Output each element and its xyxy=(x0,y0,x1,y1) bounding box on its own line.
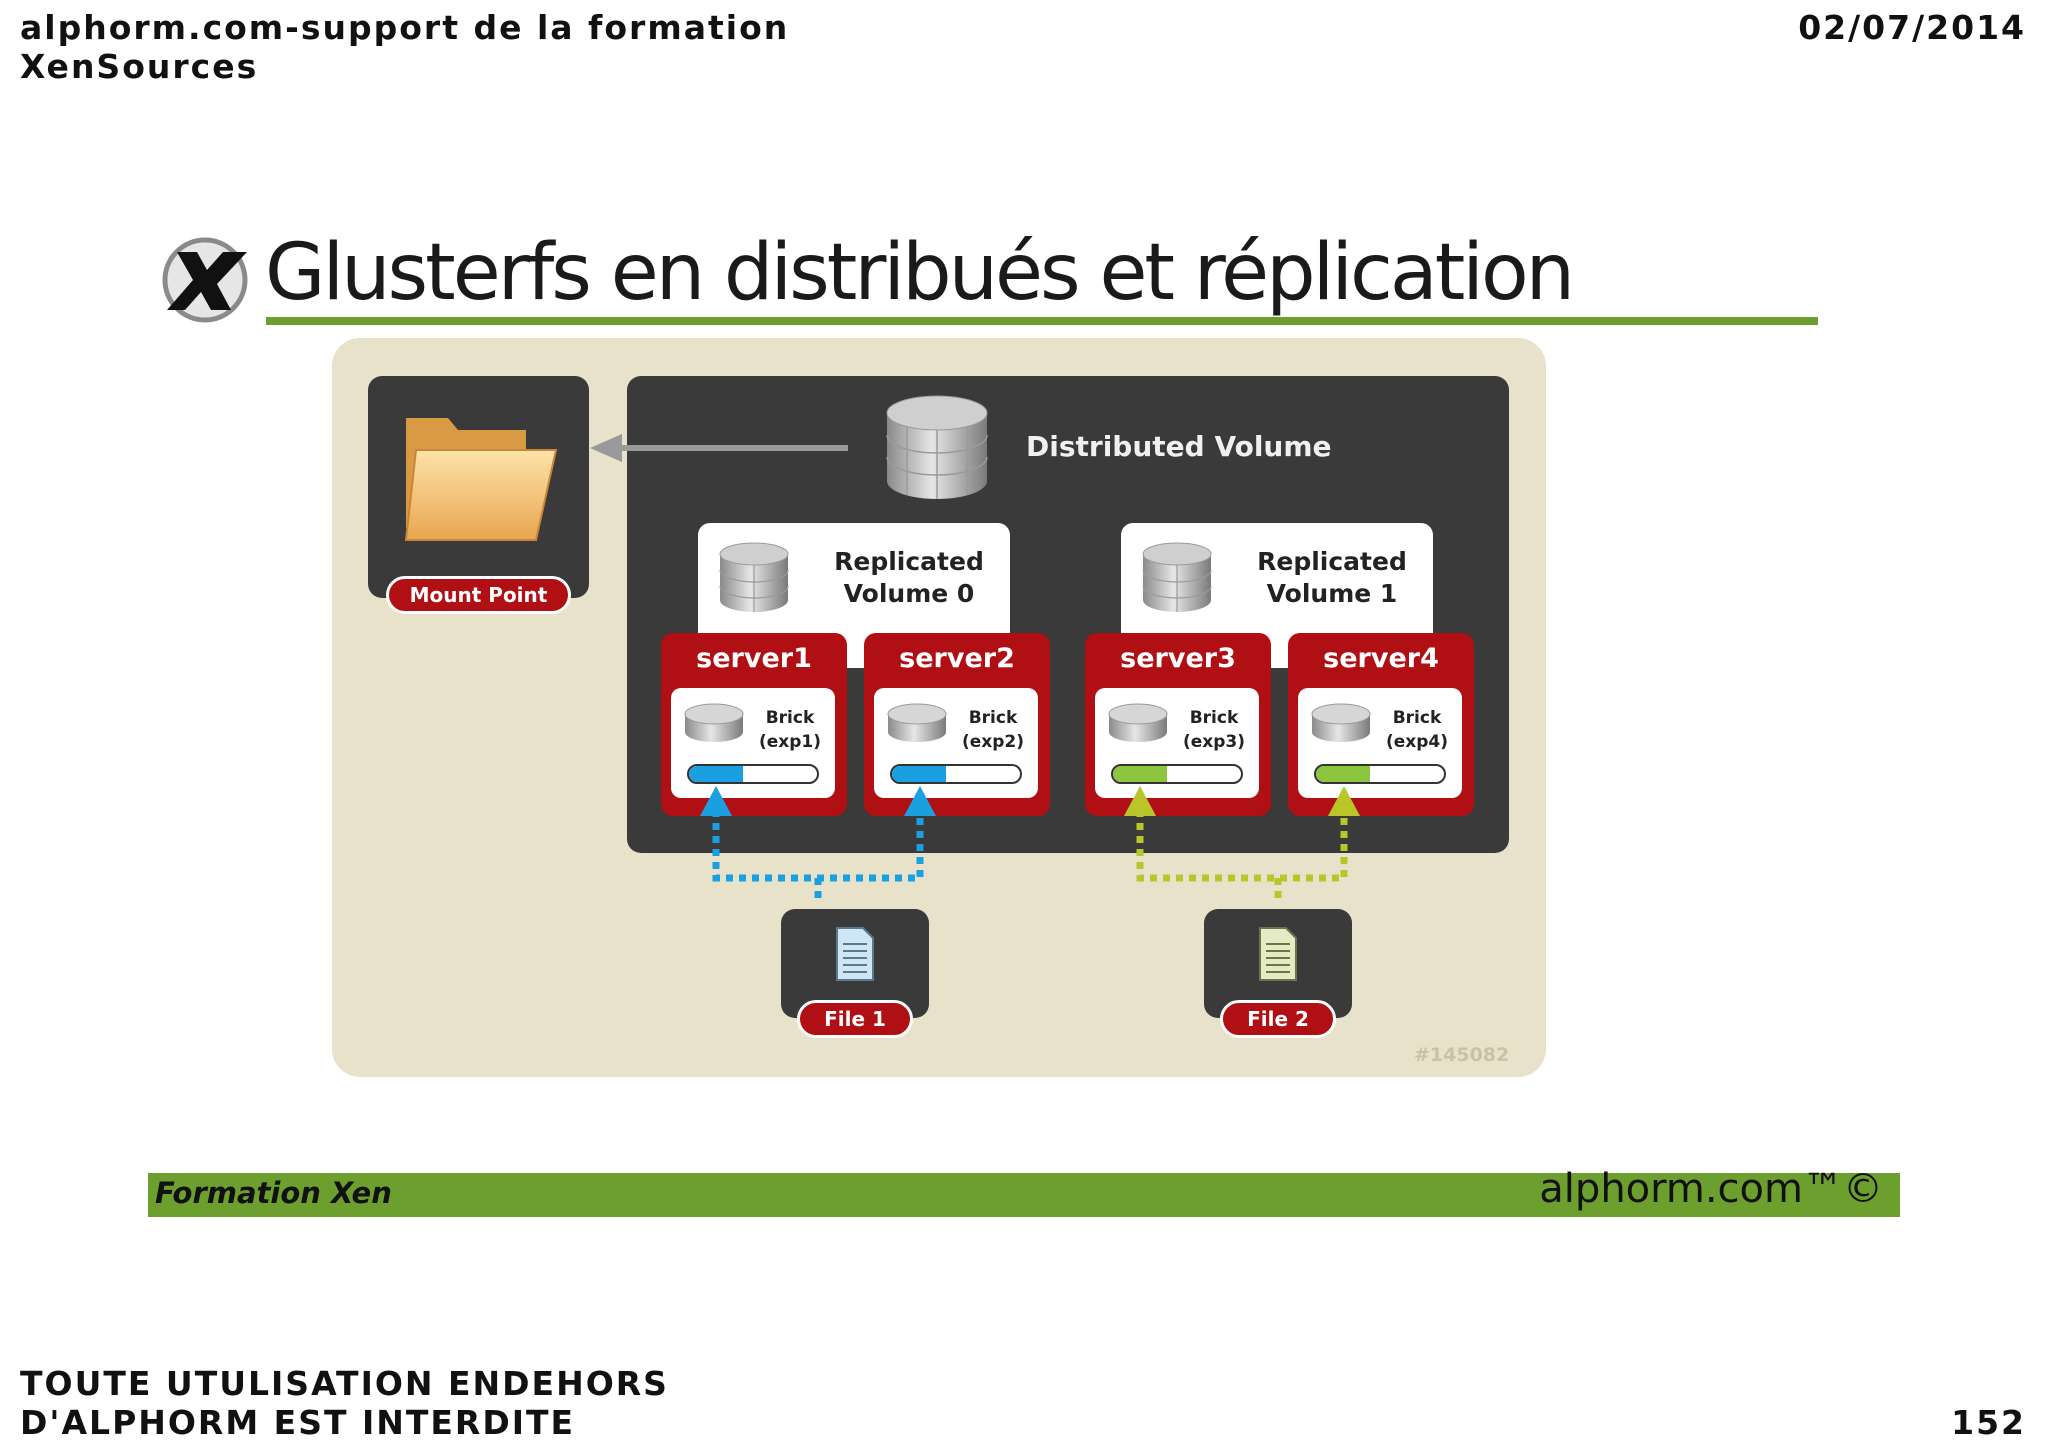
notice-line-2: D'ALPHORM EST INTERDITE xyxy=(20,1403,576,1442)
brick-usage-bar xyxy=(1111,764,1243,784)
brick-usage-fill xyxy=(689,766,743,782)
replicated-volume-label-line: Replicated xyxy=(834,547,984,576)
database-icon xyxy=(1142,542,1212,612)
header-date: 02/07/2014 xyxy=(1798,8,2026,47)
server-name: server4 xyxy=(1323,643,1439,674)
disk-icon xyxy=(1311,703,1371,742)
replicated-volume-label-line: Volume 0 xyxy=(843,579,975,608)
xen-logo-icon xyxy=(162,237,248,323)
document-icon xyxy=(836,927,874,981)
server-1-box: server1 Brick (exp1) xyxy=(661,633,847,816)
replicated-volume-0-label: Replicated Volume 0 xyxy=(824,546,994,610)
server-4-box: server4 Brick (exp4) xyxy=(1288,633,1474,816)
file-1-label: File 1 xyxy=(797,1000,913,1038)
brick-label-line: Brick xyxy=(1189,708,1239,728)
header-line-2: XenSources xyxy=(20,47,259,86)
brick-card: Brick (exp2) xyxy=(874,688,1038,798)
slide-footer-band xyxy=(148,1173,1900,1217)
server-2-box: server2 Brick (exp2) xyxy=(864,633,1050,816)
replicated-volume-label-line: Replicated xyxy=(1257,547,1407,576)
disk-icon xyxy=(684,703,744,742)
folder-icon xyxy=(404,418,558,541)
brick-card: Brick (exp4) xyxy=(1298,688,1462,798)
database-icon xyxy=(886,395,988,499)
notice-line-1: TOUTE UTULISATION ENDEHORS xyxy=(20,1364,669,1403)
brick-usage-fill xyxy=(892,766,946,782)
disk-icon xyxy=(887,703,947,742)
disk-icon xyxy=(1108,703,1168,742)
server-name: server1 xyxy=(696,643,812,674)
replicated-volume-1-label: Replicated Volume 1 xyxy=(1247,546,1417,610)
file-2-replication-arrows xyxy=(1124,786,1360,904)
brick-card: Brick (exp1) xyxy=(671,688,835,798)
slide-footer-brand: alphorm.com™© xyxy=(1539,1166,1883,1212)
file-1-replication-arrows xyxy=(700,786,936,904)
header-line-1: alphorm.com-support de la formation xyxy=(20,8,790,47)
document-icon xyxy=(1259,927,1297,981)
server-name: server2 xyxy=(899,643,1015,674)
slide-title: Glusterfs en distribués et réplication xyxy=(265,228,1575,318)
brick-label: Brick (exp3) xyxy=(1179,706,1249,754)
brick-usage-bar xyxy=(890,764,1022,784)
distributed-volume-label: Distributed Volume xyxy=(1026,430,1332,463)
replicated-volume-label-line: Volume 1 xyxy=(1266,579,1398,608)
brick-label-line: (exp2) xyxy=(961,732,1025,752)
copyright-notice: TOUTE UTULISATION ENDEHORS D'ALPHORM EST… xyxy=(20,1364,669,1442)
brick-usage-bar xyxy=(1314,764,1446,784)
brick-usage-bar xyxy=(687,764,819,784)
file-2-label: File 2 xyxy=(1220,1000,1336,1038)
brick-label-line: (exp1) xyxy=(758,732,822,752)
brick-usage-fill xyxy=(1316,766,1370,782)
server-name: server3 xyxy=(1120,643,1236,674)
header-course-title: alphorm.com-support de la formation XenS… xyxy=(20,8,789,86)
brick-label-line: Brick xyxy=(765,708,815,728)
mount-point-label: Mount Point xyxy=(386,576,571,614)
database-icon xyxy=(719,542,789,612)
brick-label: Brick (exp2) xyxy=(958,706,1028,754)
brick-usage-fill xyxy=(1113,766,1167,782)
brick-label: Brick (exp1) xyxy=(755,706,825,754)
brick-label-line: (exp3) xyxy=(1182,732,1246,752)
brick-card: Brick (exp3) xyxy=(1095,688,1259,798)
server-3-box: server3 Brick (exp3) xyxy=(1085,633,1271,816)
brick-label-line: (exp4) xyxy=(1385,732,1449,752)
slide-footer-course: Formation Xen xyxy=(155,1176,392,1210)
title-underline xyxy=(266,317,1818,325)
brick-label-line: Brick xyxy=(1392,708,1442,728)
brick-label: Brick (exp4) xyxy=(1382,706,1452,754)
mount-arrow xyxy=(590,434,848,462)
brick-label-line: Brick xyxy=(968,708,1018,728)
diagram-watermark: #145082 xyxy=(1414,1044,1510,1066)
page-number: 152 xyxy=(1951,1403,2026,1442)
